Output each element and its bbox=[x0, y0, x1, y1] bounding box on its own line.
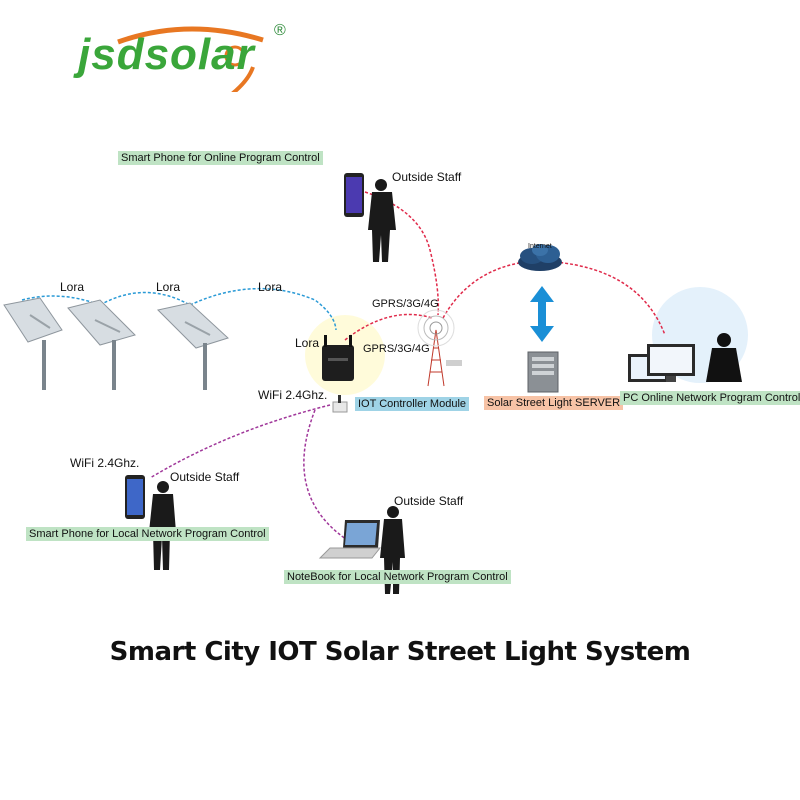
wifi-controller-label: WiFi 2.4Ghz. bbox=[258, 388, 328, 402]
gprs-label-2: GPRS/3G/4G bbox=[363, 343, 430, 355]
gprs-link-controller bbox=[344, 313, 433, 341]
smartphone-icon-top bbox=[344, 173, 364, 217]
internet-label: Internet bbox=[528, 243, 552, 250]
street-light-icon-1 bbox=[3, 297, 63, 390]
gprs-label-1: GPRS/3G/4G bbox=[372, 298, 439, 310]
outside-staff-bottom-label: Outside Staff bbox=[394, 494, 464, 508]
jsdsolar-logo: jsdsolar ® bbox=[78, 22, 298, 92]
server-label: Solar Street Light SERVER bbox=[484, 396, 624, 410]
logo-text: jsdsolar bbox=[78, 30, 255, 79]
gprs-link-pc bbox=[554, 261, 666, 336]
wifi-link-phone bbox=[149, 404, 331, 479]
person-icon-top bbox=[368, 179, 396, 262]
lora-label-4: Lora bbox=[295, 336, 320, 350]
notebook-local-label: NoteBook for Local Network Program Contr… bbox=[284, 570, 511, 584]
router-icon bbox=[322, 335, 354, 381]
smart-phone-local-label: Smart Phone for Local Network Program Co… bbox=[26, 527, 269, 541]
monitor-icon bbox=[628, 344, 695, 382]
laptop-icon bbox=[318, 520, 382, 559]
pc-online-label: PC Online Network Program Control bbox=[620, 391, 800, 405]
gprs-link-internet bbox=[442, 261, 526, 319]
person-icon-left bbox=[149, 481, 176, 570]
street-light-icon-3 bbox=[156, 302, 229, 390]
outside-staff-left-label: Outside Staff bbox=[170, 470, 240, 484]
page-title: Smart City IOT Solar Street Light System bbox=[109, 637, 691, 667]
logo-swoosh-icon bbox=[117, 26, 264, 92]
registered-mark: ® bbox=[274, 22, 286, 39]
smartphone-icon-left bbox=[125, 475, 145, 519]
lora-label-1: Lora bbox=[60, 280, 85, 294]
tower-base bbox=[446, 360, 462, 366]
cell-tower-icon bbox=[417, 309, 455, 387]
wifi-phone-label: WiFi 2.4Ghz. bbox=[70, 456, 140, 470]
street-light-icon-2 bbox=[67, 299, 136, 390]
lora-label-2: Lora bbox=[156, 280, 181, 294]
smart-phone-online-label: Smart Phone for Online Program Control bbox=[118, 151, 323, 165]
iot-controller-label: IOT Controller Module bbox=[355, 397, 470, 411]
double-arrow-icon bbox=[530, 286, 554, 342]
outside-staff-top-label: Outside Staff bbox=[392, 170, 462, 184]
lora-label-3: Lora bbox=[258, 280, 283, 294]
lora-link-2 bbox=[99, 291, 191, 306]
person-icon-pc bbox=[706, 333, 742, 382]
gprs-link-phone bbox=[364, 191, 440, 316]
wifi-adapter-icon bbox=[332, 395, 348, 413]
wifi-link-notebook bbox=[303, 409, 356, 546]
server-icon bbox=[527, 351, 559, 393]
cloud-icon bbox=[518, 244, 562, 271]
